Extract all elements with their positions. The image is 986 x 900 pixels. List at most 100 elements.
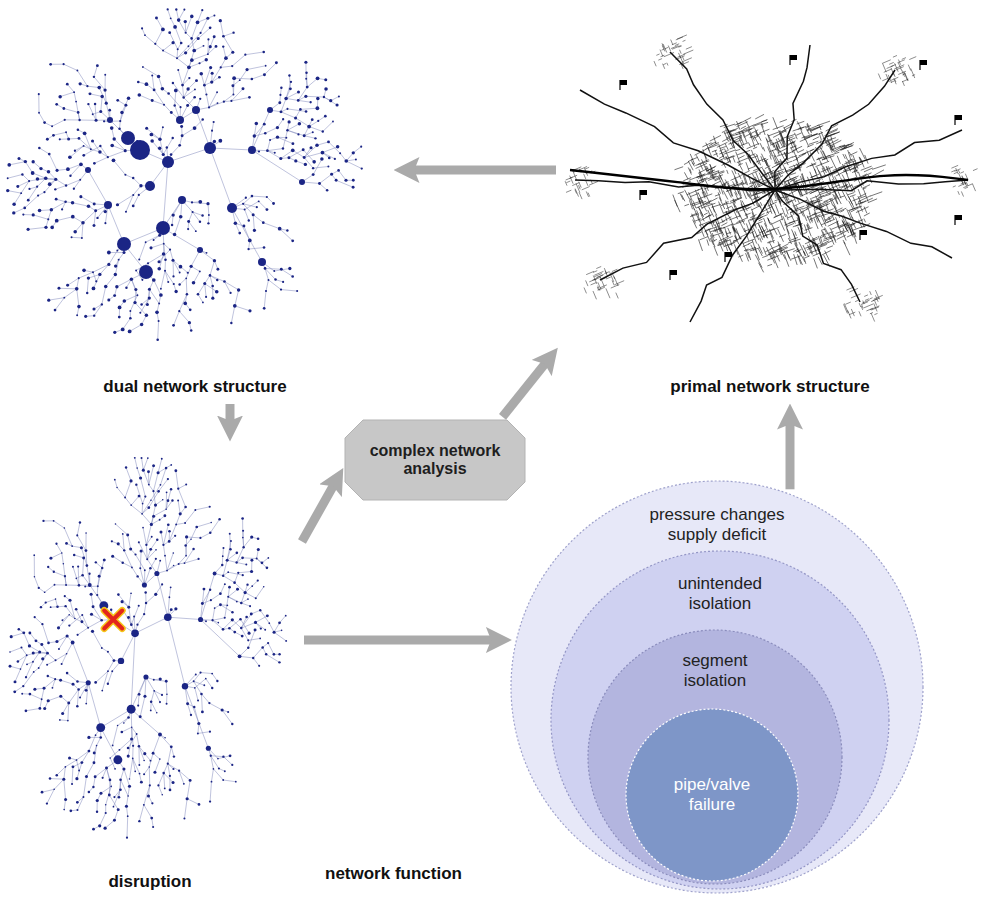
graph-node xyxy=(127,795,129,797)
graph-node xyxy=(157,267,161,271)
graph-node xyxy=(199,221,201,223)
graph-node xyxy=(164,613,172,621)
graph-link xyxy=(242,519,243,538)
graph-link xyxy=(149,767,151,785)
graph-link xyxy=(149,491,159,507)
graph-node xyxy=(222,574,224,576)
graph-node xyxy=(186,702,189,705)
graph-link xyxy=(171,145,180,154)
graph-node xyxy=(153,679,155,681)
graph-link xyxy=(253,658,259,666)
graph-node xyxy=(237,288,240,291)
graph-link xyxy=(143,528,146,545)
graph-link xyxy=(277,137,292,143)
graph-node xyxy=(258,200,260,202)
graph-node xyxy=(6,189,9,192)
graph-node xyxy=(43,707,46,710)
graph-link xyxy=(126,195,133,212)
graph-node xyxy=(77,128,80,131)
graph-node xyxy=(54,309,57,312)
graph-node xyxy=(203,45,205,47)
graph-node xyxy=(178,770,180,772)
graph-link xyxy=(281,112,296,118)
graph-link xyxy=(235,290,239,306)
graph-link xyxy=(69,615,82,626)
graph-node xyxy=(94,681,97,684)
graph-node xyxy=(63,63,65,65)
graph-node xyxy=(130,623,133,626)
graph-link xyxy=(97,737,101,745)
graph-node xyxy=(178,144,181,147)
graph-node xyxy=(242,87,245,90)
graph-node xyxy=(92,287,96,291)
graph-node xyxy=(201,602,204,605)
graph-node xyxy=(219,19,222,22)
graph-node xyxy=(171,259,174,262)
graph-link xyxy=(243,204,257,207)
graph-node xyxy=(224,583,226,585)
graph-link xyxy=(72,237,82,239)
graph-node xyxy=(97,86,101,90)
graph-link xyxy=(146,235,160,242)
graph-node xyxy=(7,177,9,179)
graph-link xyxy=(149,289,159,303)
graph-node xyxy=(162,544,164,546)
graph-link xyxy=(52,120,65,126)
graph-node xyxy=(110,126,114,130)
graph-link xyxy=(93,272,96,281)
graph-node xyxy=(79,195,82,198)
graph-link xyxy=(158,459,162,473)
graph-node xyxy=(189,265,192,268)
graph-node xyxy=(76,680,79,683)
graph-node xyxy=(247,647,250,650)
graph-link xyxy=(143,67,159,76)
graph-node xyxy=(288,267,291,270)
graph-link xyxy=(85,133,91,149)
graph-link xyxy=(209,92,217,107)
graph-link xyxy=(317,142,328,145)
graph-node xyxy=(217,758,219,760)
graph-node xyxy=(265,65,267,67)
graph-node xyxy=(97,585,99,587)
graph-node xyxy=(305,78,307,80)
graph-node xyxy=(88,791,91,794)
graph-link xyxy=(163,138,172,154)
graph-node xyxy=(155,549,157,551)
graph-node xyxy=(261,561,264,564)
graph-node xyxy=(258,258,266,266)
graph-node xyxy=(105,812,107,814)
graph-node xyxy=(118,306,122,310)
graph-node xyxy=(171,224,174,227)
graph-link xyxy=(139,542,147,559)
graph-link xyxy=(198,10,203,22)
graph-link xyxy=(200,533,210,538)
graph-link xyxy=(240,656,254,658)
graph-node xyxy=(104,201,112,209)
graph-node xyxy=(93,761,96,764)
graph-node xyxy=(55,640,58,643)
graph-link xyxy=(64,109,78,113)
graph-node xyxy=(250,570,253,573)
graph-node xyxy=(10,635,13,638)
graph-node xyxy=(86,292,88,294)
graph-link xyxy=(14,208,25,213)
graph-link xyxy=(151,244,164,248)
graph-node xyxy=(210,599,212,601)
graph-link xyxy=(252,581,258,586)
graph-node xyxy=(215,45,218,48)
graph-link xyxy=(70,146,84,157)
graph-node xyxy=(98,824,101,827)
graph-link xyxy=(15,669,20,682)
graph-node xyxy=(16,185,19,188)
graph-node xyxy=(14,680,17,683)
graph-link xyxy=(39,653,48,668)
graph-node xyxy=(213,121,215,123)
graph-node xyxy=(80,546,83,549)
graph-node xyxy=(85,689,88,692)
graph-link xyxy=(245,201,259,209)
graph-link xyxy=(63,703,69,713)
graph-node xyxy=(200,72,204,76)
graph-link xyxy=(194,673,201,682)
graph-node xyxy=(132,194,134,196)
graph-node xyxy=(100,95,103,98)
